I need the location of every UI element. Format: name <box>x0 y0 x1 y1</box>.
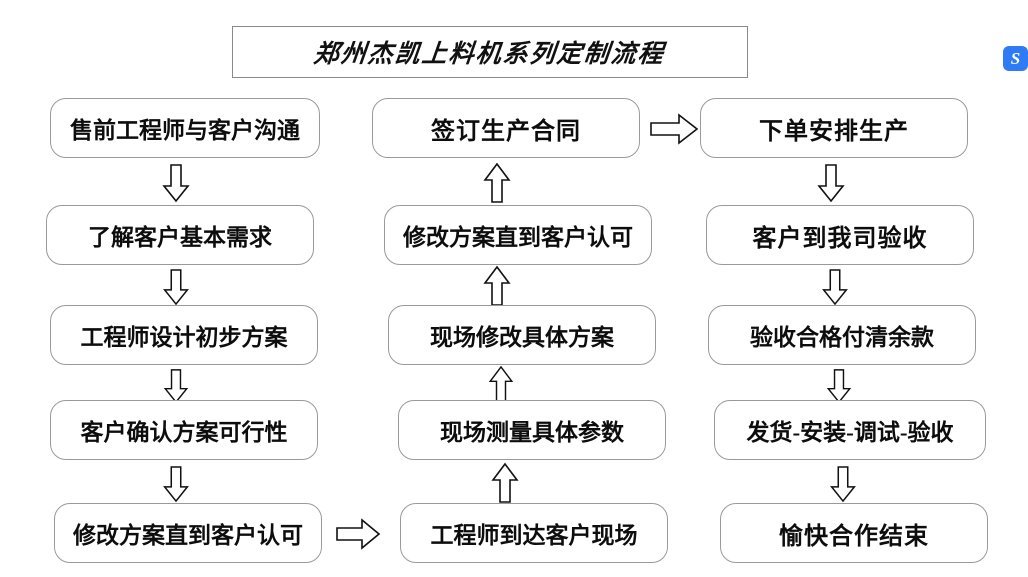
node-label: 修改方案直到客户认可 <box>403 225 633 250</box>
node-col3-3[interactable]: 验收合格付清余款 <box>708 305 976 365</box>
node-label: 工程师到达客户现场 <box>430 523 638 548</box>
node-col3-1[interactable]: 下单安排生产 <box>700 98 968 158</box>
node-col1-1[interactable]: 售前工程师与客户沟通 <box>50 98 320 158</box>
up-arrow-col2-4 <box>491 462 519 503</box>
site-logo-badge[interactable]: S <box>1003 46 1028 71</box>
chart-title: 郑州杰凯上料机系列定制流程 <box>312 41 667 68</box>
node-col1-4[interactable]: 客户确认方案可行性 <box>50 400 318 460</box>
down-arrow-col1-3 <box>163 369 189 404</box>
node-label: 签订生产合同 <box>431 118 581 145</box>
node-col2-2[interactable]: 修改方案直到客户认可 <box>384 205 652 265</box>
up-arrow-col2-2 <box>483 265 511 306</box>
node-label: 客户到我司验收 <box>752 225 928 252</box>
node-col3-4[interactable]: 发货-安装-调试-验收 <box>714 400 986 460</box>
up-arrow-col2-1 <box>483 162 511 203</box>
node-col2-5[interactable]: 工程师到达客户现场 <box>400 503 668 563</box>
down-arrow-col3-3 <box>826 369 852 404</box>
down-arrow-col1-2 <box>163 269 189 306</box>
node-col2-3[interactable]: 现场修改具体方案 <box>388 305 656 365</box>
node-label: 现场测量具体参数 <box>440 420 624 445</box>
chart-title-box: 郑州杰凯上料机系列定制流程 <box>232 26 748 78</box>
node-label: 售前工程师与客户沟通 <box>70 118 300 143</box>
down-arrow-col1-4 <box>163 466 189 503</box>
down-arrow-col3-4 <box>830 466 856 503</box>
right-arrow-col1-to-col2 <box>336 518 381 550</box>
down-arrow-col3-2 <box>822 269 848 306</box>
node-label: 现场修改具体方案 <box>430 325 614 350</box>
right-arrow-col2-to-col3 <box>650 113 699 145</box>
node-col1-3[interactable]: 工程师设计初步方案 <box>50 305 318 365</box>
node-col2-4[interactable]: 现场测量具体参数 <box>398 400 666 460</box>
node-label: 修改方案直到客户认可 <box>73 523 303 548</box>
down-arrow-col3-1 <box>817 164 845 203</box>
node-label: 了解客户基本需求 <box>88 225 272 250</box>
up-arrow-col2-3 <box>488 365 514 402</box>
node-col2-1[interactable]: 签订生产合同 <box>372 98 640 158</box>
node-label: 工程师设计初步方案 <box>80 325 288 350</box>
node-label: 发货-安装-调试-验收 <box>746 420 954 445</box>
node-col1-2[interactable]: 了解客户基本需求 <box>46 205 314 265</box>
node-label: 愉快合作结束 <box>779 523 929 550</box>
down-arrow-col1-1 <box>162 164 190 203</box>
node-label: 下单安排生产 <box>759 118 909 145</box>
node-label: 客户确认方案可行性 <box>80 420 288 445</box>
node-label: 验收合格付清余款 <box>750 325 934 350</box>
node-col3-5[interactable]: 愉快合作结束 <box>720 503 988 563</box>
node-col3-2[interactable]: 客户到我司验收 <box>706 205 974 265</box>
logo-s-icon: S <box>1010 49 1021 68</box>
node-col1-5[interactable]: 修改方案直到客户认可 <box>54 503 322 563</box>
